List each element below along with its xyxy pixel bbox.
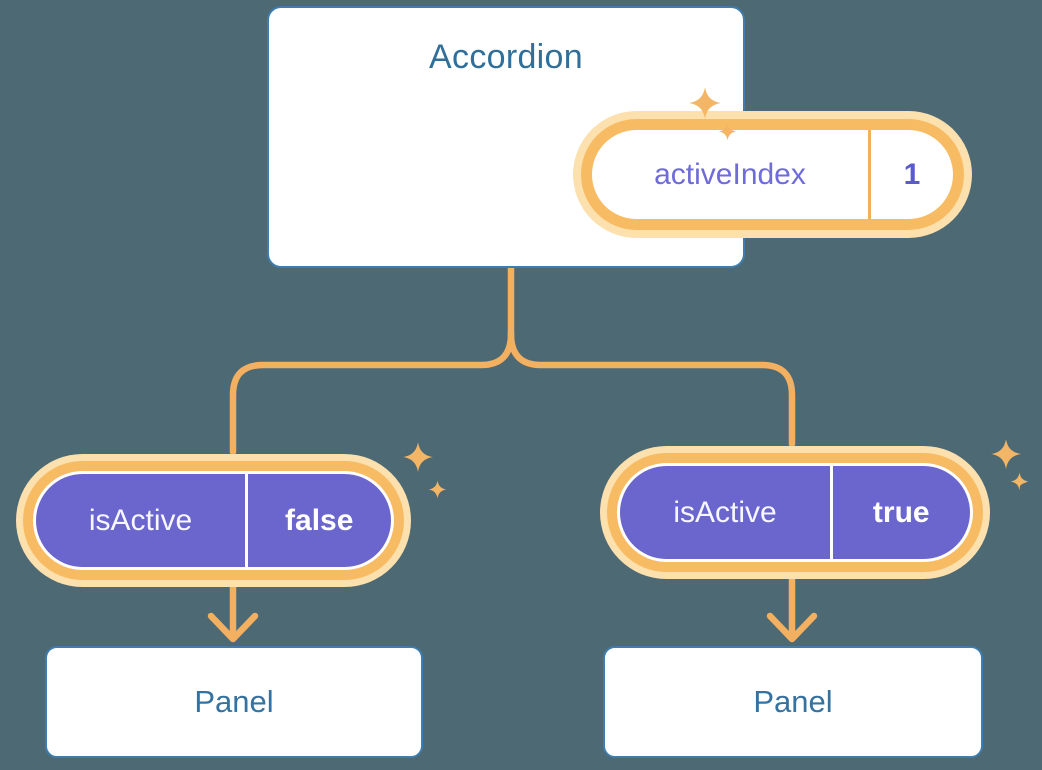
connector-branch-left bbox=[229, 330, 515, 456]
prop-value: false bbox=[285, 503, 354, 537]
state-value: 1 bbox=[903, 157, 921, 191]
prop-value: true bbox=[872, 495, 930, 529]
prop-pill-false: isActive false bbox=[16, 454, 411, 587]
state-label: activeIndex bbox=[654, 157, 806, 191]
prop-pill-ring: isActive false bbox=[23, 461, 404, 580]
accordion-title: Accordion bbox=[429, 38, 583, 76]
connector-branch-right bbox=[507, 330, 796, 448]
pill-divider bbox=[830, 466, 833, 559]
prop-pill-true: isActive true bbox=[600, 446, 990, 579]
prop-pill-ring: isActive true bbox=[607, 453, 983, 572]
sparkle-icon bbox=[689, 87, 721, 119]
panel-card: Panel bbox=[45, 646, 423, 758]
prop-label: isActive bbox=[673, 495, 777, 529]
pill-divider bbox=[868, 130, 871, 219]
accordion-card: Accordion activeIndex 1 bbox=[267, 6, 972, 268]
panel-title: Panel bbox=[753, 684, 833, 719]
sparkle-icon bbox=[1010, 472, 1029, 491]
arrow-head-right-icon bbox=[766, 612, 818, 643]
pill-divider bbox=[245, 474, 248, 567]
prop-label: isActive bbox=[88, 503, 193, 537]
panel-card: Panel bbox=[603, 646, 983, 758]
sparkle-icon bbox=[991, 439, 1021, 469]
sparkle-icon bbox=[428, 480, 447, 499]
panel-title: Panel bbox=[194, 684, 274, 719]
state-pill-ring: activeIndex 1 bbox=[581, 119, 964, 230]
sparkle-icon bbox=[718, 122, 737, 141]
arrow-head-left-icon bbox=[207, 612, 259, 643]
sparkle-icon bbox=[403, 442, 433, 472]
state-pill: activeIndex 1 bbox=[573, 111, 972, 238]
